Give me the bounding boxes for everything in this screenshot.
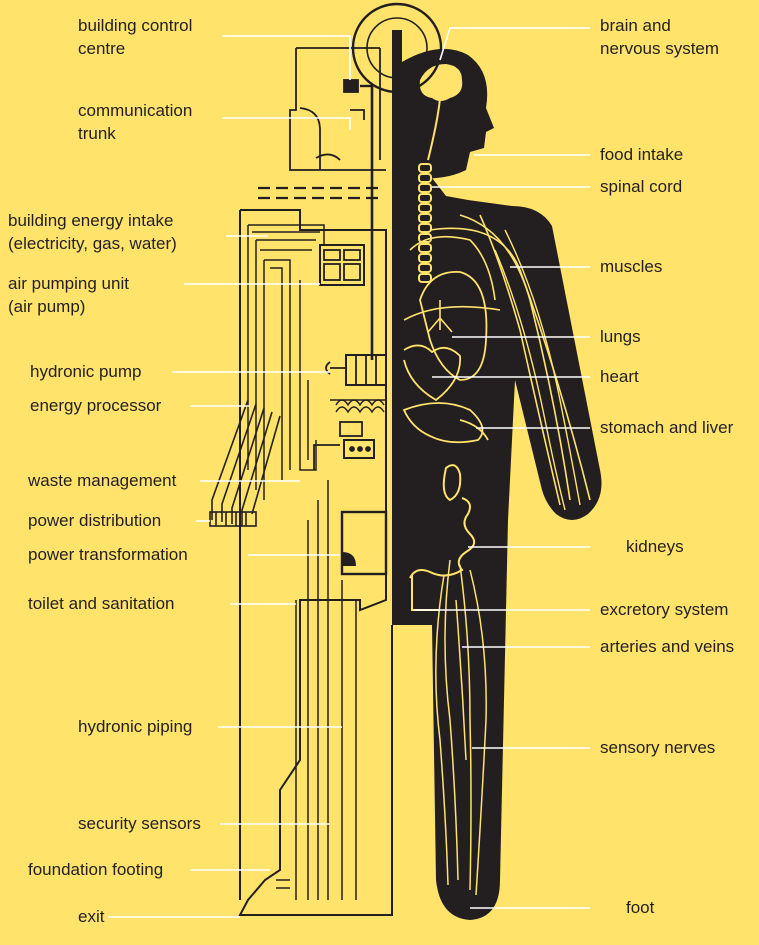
label-energy-processor: energy processor [30,394,161,417]
piping-bundle [248,225,324,500]
control-box [344,80,358,92]
label-foot: foot [626,896,654,919]
hydronic-pump-box [326,355,386,385]
label-security-sensors: security sensors [78,812,201,835]
label-brain-and-nervous-system: brain and nervous system [600,14,719,60]
label-line: building control [78,14,192,37]
label-line: trunk [78,122,192,145]
label-kidneys: kidneys [626,535,684,558]
label-exit: exit [78,905,104,928]
label-line: building energy intake [8,209,177,232]
label-line: nervous system [600,37,719,60]
exit-door [276,880,290,888]
label-line: (electricity, gas, water) [8,232,177,255]
label-line: communication [78,99,192,122]
label-line: centre [78,37,192,60]
label-building-control-centre: building control centre [78,14,192,60]
label-food-intake: food intake [600,143,683,166]
air-pump-box [320,245,364,285]
label-communication-trunk: communication trunk [78,99,192,145]
leader-lines [108,28,590,917]
label-sensory-nerves: sensory nerves [600,736,715,759]
floor-dashes [258,188,380,198]
label-muscles: muscles [600,255,662,278]
human-body [402,49,602,920]
label-hydronic-piping: hydronic piping [78,715,192,738]
label-arteries-and-veins: arteries and veins [600,635,734,658]
label-excretory-system: excretory system [600,598,728,621]
label-power-distribution: power distribution [28,509,161,532]
label-heart: heart [600,365,639,388]
waste-box [314,422,374,470]
label-line: brain and [600,14,719,37]
label-waste-management: waste management [28,469,176,492]
cable-arm [210,400,280,526]
label-building-energy-intake: building energy intake (electricity, gas… [8,209,177,255]
label-foundation-footing: foundation footing [28,858,163,881]
label-line: (air pump) [8,295,129,318]
energy-coils [330,400,386,412]
torso [402,178,602,920]
building-spine [392,30,402,625]
label-air-pumping-unit: air pumping unit (air pump) [8,272,129,318]
label-stomach-and-liver: stomach and liver [600,416,733,439]
label-toilet-and-sanitation: toilet and sanitation [28,592,175,615]
label-power-transformation: power transformation [28,543,188,566]
label-hydronic-pump: hydronic pump [30,360,142,383]
label-line: air pumping unit [8,272,129,295]
label-spinal-cord: spinal cord [600,175,682,198]
label-lungs: lungs [600,325,641,348]
